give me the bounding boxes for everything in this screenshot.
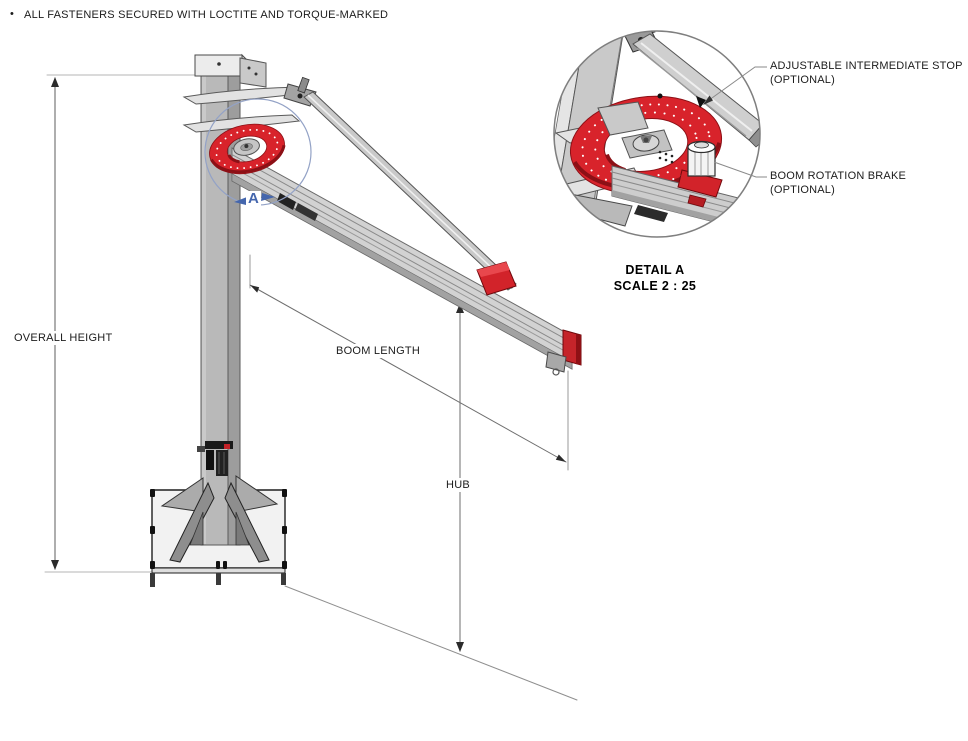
boom-trolley xyxy=(277,193,318,221)
callout-arrow-right xyxy=(261,193,275,201)
leader-lines xyxy=(703,66,767,178)
boom xyxy=(231,147,582,376)
note-bullet: • xyxy=(10,8,15,20)
intermediate-stop-optional: (OPTIONAL) xyxy=(770,74,835,86)
rotation-brake-optional: (OPTIONAL) xyxy=(770,184,835,196)
overall-height-label: OVERALL HEIGHT xyxy=(11,331,116,345)
detail-hub xyxy=(621,129,674,164)
rotation-ring xyxy=(209,123,286,175)
detail-tie-rod xyxy=(624,31,760,148)
rotation-hub xyxy=(233,138,260,156)
callout-arrow-left xyxy=(234,197,247,205)
main-view xyxy=(150,53,582,587)
end-trolley-stop xyxy=(545,351,567,376)
boom-end-cap xyxy=(562,329,582,366)
floor-line xyxy=(284,585,578,701)
detail-boundary-circle xyxy=(553,30,761,238)
boom-length-label: BOOM LENGTH xyxy=(333,344,424,358)
dim-hub xyxy=(456,303,464,652)
dim-overall-height xyxy=(51,77,59,570)
hub-label: HUB xyxy=(443,478,473,492)
dimension-lines xyxy=(44,74,578,701)
lower-wing-plate xyxy=(182,114,301,133)
detail-clamp-plate xyxy=(597,101,649,136)
rotation-brake-label: BOOM ROTATION BRAKE xyxy=(770,170,907,182)
detail-scale: SCALE 2 : 25 xyxy=(613,279,697,293)
tie-rod-clamp xyxy=(476,261,517,296)
top-pivot-assembly xyxy=(182,57,317,133)
detail-brake xyxy=(677,140,723,208)
mast-top-cap xyxy=(194,53,248,77)
dim-boom-length xyxy=(249,284,567,463)
detail-title: DETAIL A xyxy=(625,263,685,277)
intermediate-stop-pin xyxy=(696,96,706,108)
intermediate-stop-label: ADJUSTABLE INTERMEDIATE STOP xyxy=(770,60,963,72)
detail-callout-label: A xyxy=(246,190,261,207)
fastener-note: ALL FASTENERS SECURED WITH LOCTITE AND T… xyxy=(24,9,389,21)
stop-pin xyxy=(657,93,663,99)
base-gussets xyxy=(160,475,279,563)
anchor-bolts xyxy=(150,489,287,587)
pneumatic-filter-unit xyxy=(197,441,233,476)
detail-view xyxy=(553,30,767,238)
